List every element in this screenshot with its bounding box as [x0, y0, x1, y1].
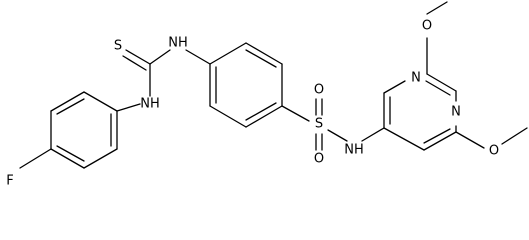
bond-ring-to-ome-bottom: [455, 131, 485, 149]
bond-c-s-double-a: [125, 49, 151, 65]
atom-label-thio-s: S: [114, 39, 122, 54]
atom-labels: S NH NH F S O O NH N N O O: [6, 19, 499, 189]
bond-c-to-nh-top: [149, 49, 171, 65]
bond-ring-to-s: [281, 105, 310, 122]
bond-ring-to-f: [19, 148, 52, 169]
central-phenyl-ring: [209, 42, 283, 128]
bond-o-to-methyl-top: [426, 1, 448, 15]
bond-nh-to-pyrimidine: [361, 127, 385, 142]
atom-label-ring-n-upper: N: [411, 71, 421, 86]
pyrimidine-ring: [383, 73, 457, 151]
atom-label-sulfonyl-o-bottom: O: [314, 152, 324, 167]
atom-label-sulfonyl-s: S: [315, 117, 323, 132]
atom-label-methoxy-o-bottom: O: [489, 144, 499, 159]
fluorophenyl-ring: [50, 91, 118, 169]
bond-s-to-nh: [327, 129, 348, 142]
molecule-structure-diagram: S NH NH F S O O NH N N O O: [6, 1, 528, 189]
atom-label-ring-n-lower: N: [451, 105, 461, 120]
bond-o-to-methyl-bottom: [501, 127, 528, 145]
bond-ring-to-nh: [116, 103, 141, 112]
atom-label-sulfonyl-o-top: O: [314, 83, 324, 98]
atom-label-fluorine: F: [6, 174, 13, 189]
atom-label-nh-top: NH: [168, 36, 188, 51]
atom-label-nh-left: NH: [140, 97, 160, 112]
atom-label-sulfonamide-nh: NH: [344, 143, 364, 158]
atom-label-methoxy-o-top: O: [422, 19, 432, 34]
bond-nh-to-ring: [185, 49, 211, 65]
bond-c-s-double-b: [122, 55, 147, 71]
